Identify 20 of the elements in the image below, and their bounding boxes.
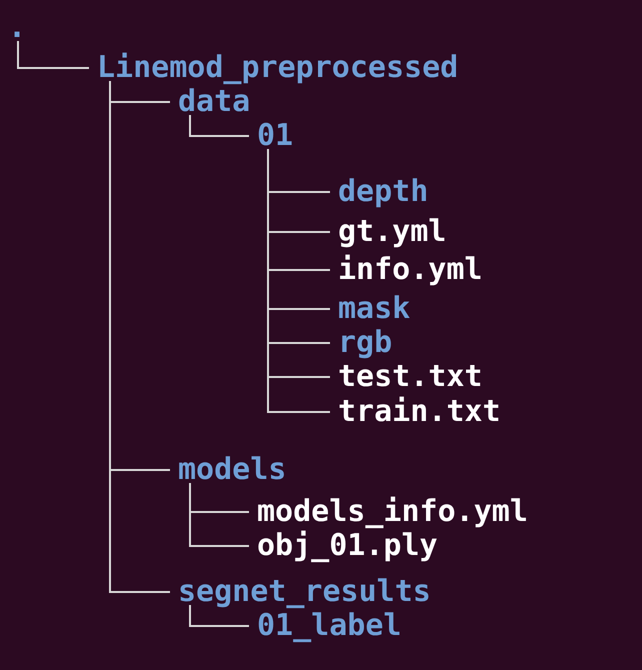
tree-connector [189,605,249,627]
directory-name: segnet_results [178,577,431,607]
directory-name: Linemod_preprocessed [97,53,458,83]
tree-connector [189,115,249,137]
directory-name: 01 [257,121,294,151]
tree-connector [17,41,89,69]
file-name: gt.yml [338,217,446,247]
file-name: test.txt [338,362,482,392]
file-name: info.yml [338,255,482,285]
file-name: models_info.yml [257,497,528,527]
directory-name: models [178,455,286,485]
directory-name: . [8,13,26,43]
tree-connector [109,81,170,593]
directory-name: data [178,87,250,117]
directory-name: depth [338,177,428,207]
file-name: train.txt [338,397,501,427]
directory-name: 01_label [257,611,402,641]
file-name: obj_01.ply [257,531,438,561]
directory-name: rgb [338,328,392,358]
directory-name: mask [338,294,410,324]
